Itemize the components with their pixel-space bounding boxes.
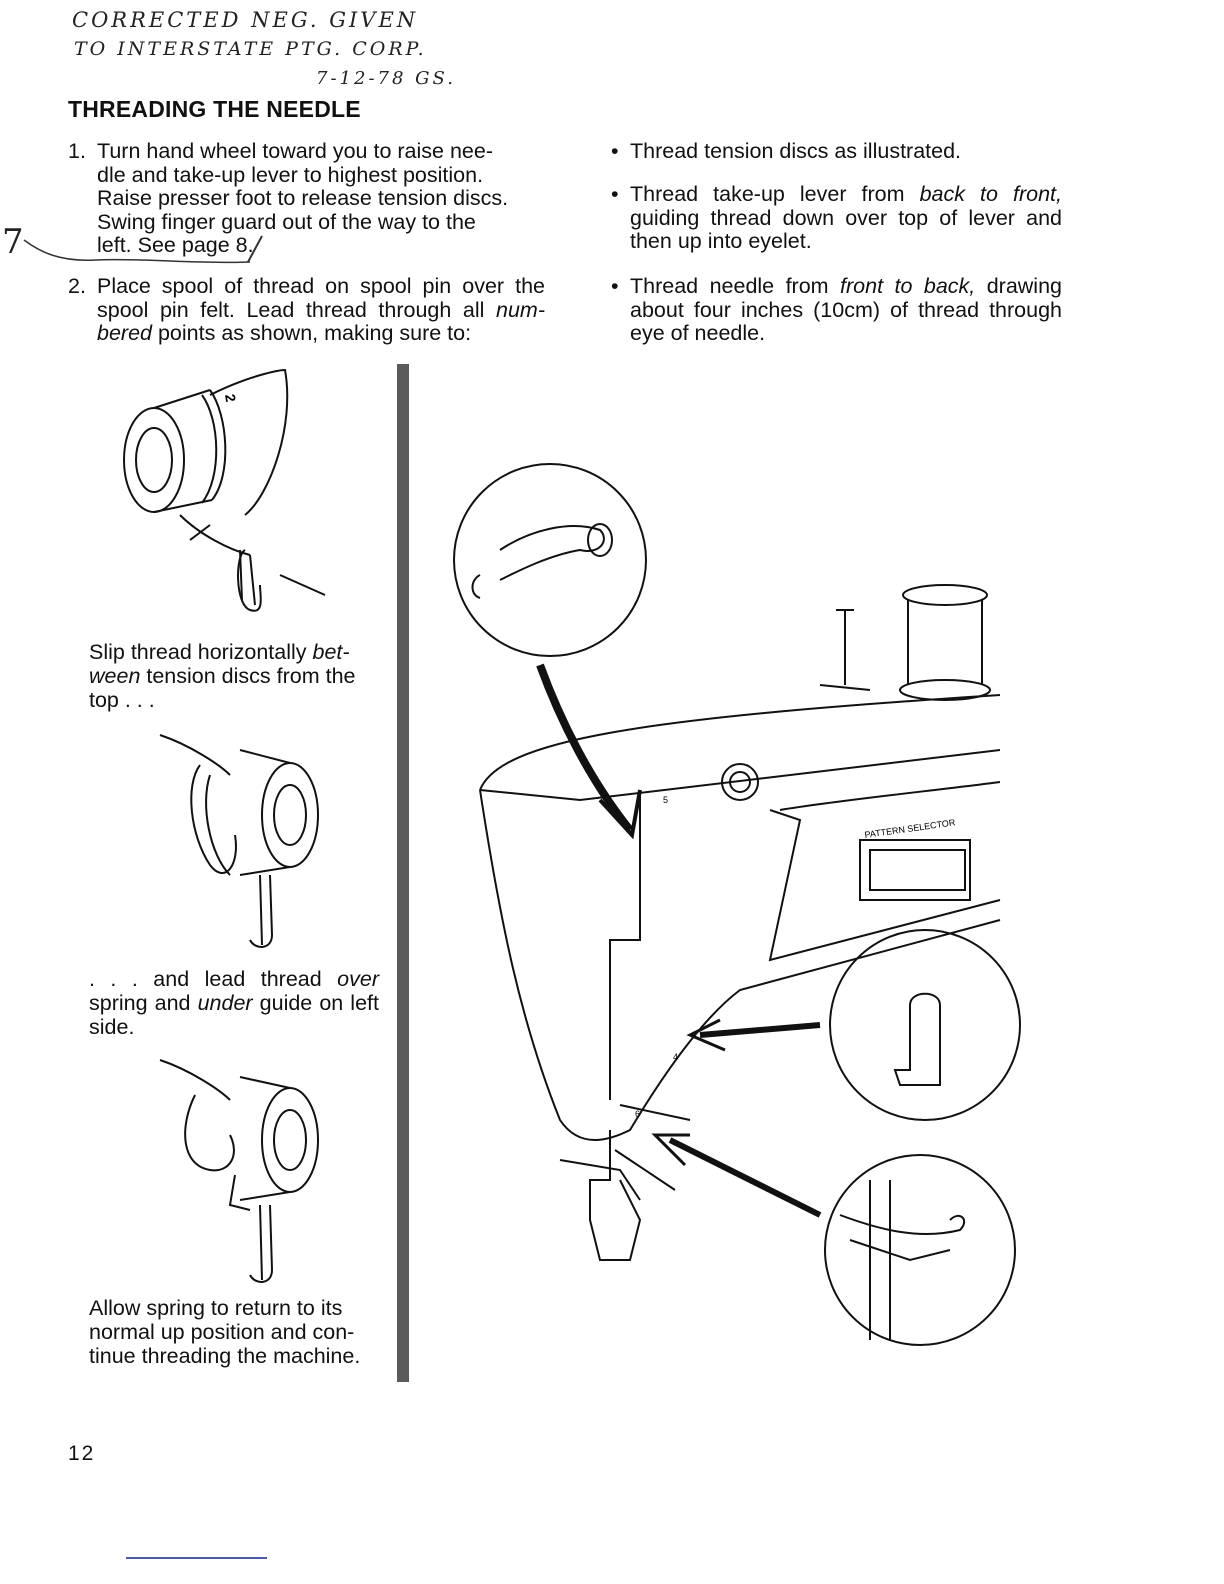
- bullet-2-emphasis: back to front,: [919, 182, 1062, 206]
- tension-disc-illustration-3: [159, 1059, 319, 1283]
- step-2: 2. Place spool of thread on spool pin ov…: [68, 274, 548, 350]
- caption-1: Slip thread horizontally bet-ween tensio…: [89, 640, 379, 712]
- bullet-2-pre: Thread take-up lever from: [630, 182, 920, 206]
- bullet-2-post: guiding thread down over top of lever an…: [630, 205, 1062, 253]
- caption-2: . . . and lead thread over spring and un…: [89, 967, 379, 1039]
- margin-correction-stroke: [23, 235, 263, 264]
- thread-guide-detail-circle: [829, 929, 1021, 1121]
- point-6-label: 6: [635, 1109, 640, 1119]
- pattern-selector-label: PATTERN SELECTOR: [864, 817, 957, 840]
- caption-2-mid: spring and: [89, 991, 198, 1015]
- bullet-dot: •: [611, 274, 619, 298]
- tension-disc-illustration-2: [159, 734, 319, 948]
- step-1: 1. Turn hand wheel toward you to raise n…: [68, 139, 548, 260]
- handwritten-note-line2: TO INTERSTATE PTG. CORP.: [74, 38, 427, 60]
- caption-1-post: tension discs from the top . . .: [89, 664, 356, 712]
- needle-clamp-detail-circle: [824, 1154, 1016, 1346]
- caption-2-emphasis-1: over: [337, 967, 379, 991]
- step-number: 1.: [68, 139, 86, 163]
- page-number: 12: [68, 1442, 96, 1465]
- take-up-lever-detail-circle: [453, 463, 647, 657]
- step-1-line-2: dle and take-up lever to highest positio…: [97, 162, 484, 187]
- sewing-machine-illustration: PATTERN SELECTOR 5 4 6: [453, 463, 1021, 1346]
- disc-number-label: 2: [222, 393, 239, 404]
- bullet-dot: •: [611, 139, 619, 163]
- page-title: THREADING THE NEEDLE: [68, 96, 361, 122]
- step-2-text-b: points as shown, making sure to:: [152, 321, 472, 345]
- bottom-rule: [126, 1557, 267, 1559]
- step-number: 2.: [68, 274, 86, 298]
- point-4-label: 4: [673, 1052, 678, 1062]
- step-1-line-1: Turn hand wheel toward you to raise nee-: [97, 139, 493, 163]
- caption-1-emphasis: bet-ween: [89, 640, 350, 688]
- handwritten-note-line3: 7-12-78 GS.: [316, 68, 456, 89]
- caption-2-post: guide on left side.: [89, 991, 379, 1039]
- bullet-3-emphasis: front to back,: [840, 274, 976, 298]
- caption-2-pre: . . . and lead thread: [89, 967, 338, 991]
- bullet-dot: •: [611, 182, 619, 206]
- margin-page-correction: 7: [2, 222, 27, 262]
- step-1-line-5: left. See page 8.: [97, 233, 254, 257]
- caption-1-pre: Slip thread horizontally: [89, 640, 313, 664]
- step-1-line-4: Swing finger guard out of the way to the: [97, 209, 476, 234]
- caption-3: Allow spring to return to its normal up …: [89, 1296, 361, 1368]
- handwritten-note-line1: CORRECTED NEG. GIVEN: [72, 8, 419, 32]
- step-1-line-3: Raise presser foot to release tension di…: [97, 186, 509, 210]
- bullet-3-post: drawing about four inches (10cm) of thre…: [630, 274, 1063, 345]
- step-2-text-a: Place spool of thread on spool pin over …: [97, 274, 545, 322]
- step-2-emphasis: num-bered: [97, 297, 545, 345]
- tension-disc-illustration-1: 2: [123, 368, 326, 612]
- bullet-1-text: Thread tension discs as illustrated.: [630, 139, 962, 163]
- caption-2-emphasis-2: under: [197, 991, 253, 1015]
- bullet-3-pre: Thread needle from: [630, 274, 841, 298]
- point-5-label: 5: [663, 795, 668, 805]
- column-divider: [397, 364, 409, 1382]
